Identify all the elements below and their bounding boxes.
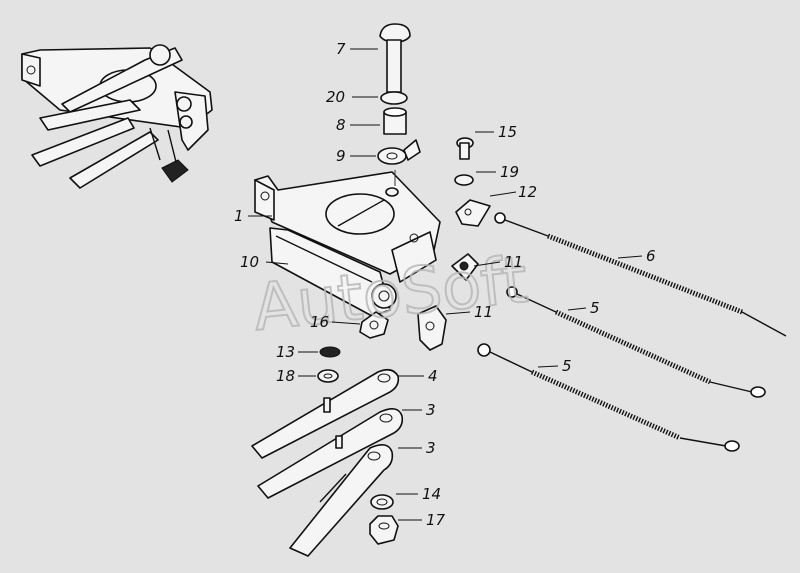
nut-part-17 (369, 515, 399, 545)
callout-1: 1 (234, 207, 244, 225)
bracket-part-11-lower (417, 305, 447, 351)
clip-part-11-upper (451, 253, 479, 281)
callout-5-upper: 5 (590, 299, 600, 317)
callout-11-lower: 11 (474, 303, 493, 321)
callout-7: 7 (336, 40, 346, 58)
callout-16: 16 (310, 313, 329, 331)
callout-14: 14 (422, 485, 441, 503)
washer-part-14 (370, 494, 394, 510)
callout-17: 17 (426, 511, 446, 529)
callout-4: 4 (428, 367, 438, 385)
callout-18: 18 (276, 367, 295, 385)
callout-10: 10 (240, 253, 259, 271)
pin-part-7 (379, 23, 411, 93)
callout-20: 20 (326, 88, 345, 106)
bracket-part-1 (254, 171, 441, 283)
callout-12: 12 (518, 183, 537, 201)
washer-part-20 (380, 91, 408, 105)
spring-rod-part-5-lower (477, 343, 740, 452)
bushing-part-8 (383, 107, 407, 135)
callout-15: 15 (498, 123, 517, 141)
callout-5-lower: 5 (562, 357, 572, 375)
lever-part-3-upper (257, 408, 404, 499)
leader-lines (248, 48, 643, 521)
bolt-part-15 (456, 137, 474, 160)
callout-13: 13 (276, 343, 295, 361)
callout-9: 9 (336, 147, 346, 165)
callout-3-upper: 3 (426, 401, 436, 419)
callout-19: 19 (500, 163, 519, 181)
lever-part-3-lower (289, 444, 394, 557)
washer-part-18 (317, 369, 339, 383)
nut-part-16 (359, 311, 389, 339)
spring-rod-part-6 (494, 212, 787, 337)
callout-11-upper: 11 (504, 253, 523, 271)
callout-8: 8 (336, 116, 346, 134)
plate-part-10 (269, 227, 397, 317)
tab-washer-part-9 (377, 139, 421, 165)
assembled-unit-inset (21, 44, 213, 189)
washer-part-19 (454, 174, 474, 186)
clip-part-12 (455, 199, 491, 227)
callout-3-lower: 3 (426, 439, 436, 457)
lock-washer-part-13 (319, 346, 341, 358)
callout-6: 6 (646, 247, 656, 265)
spring-rod-part-5-upper (506, 286, 766, 398)
